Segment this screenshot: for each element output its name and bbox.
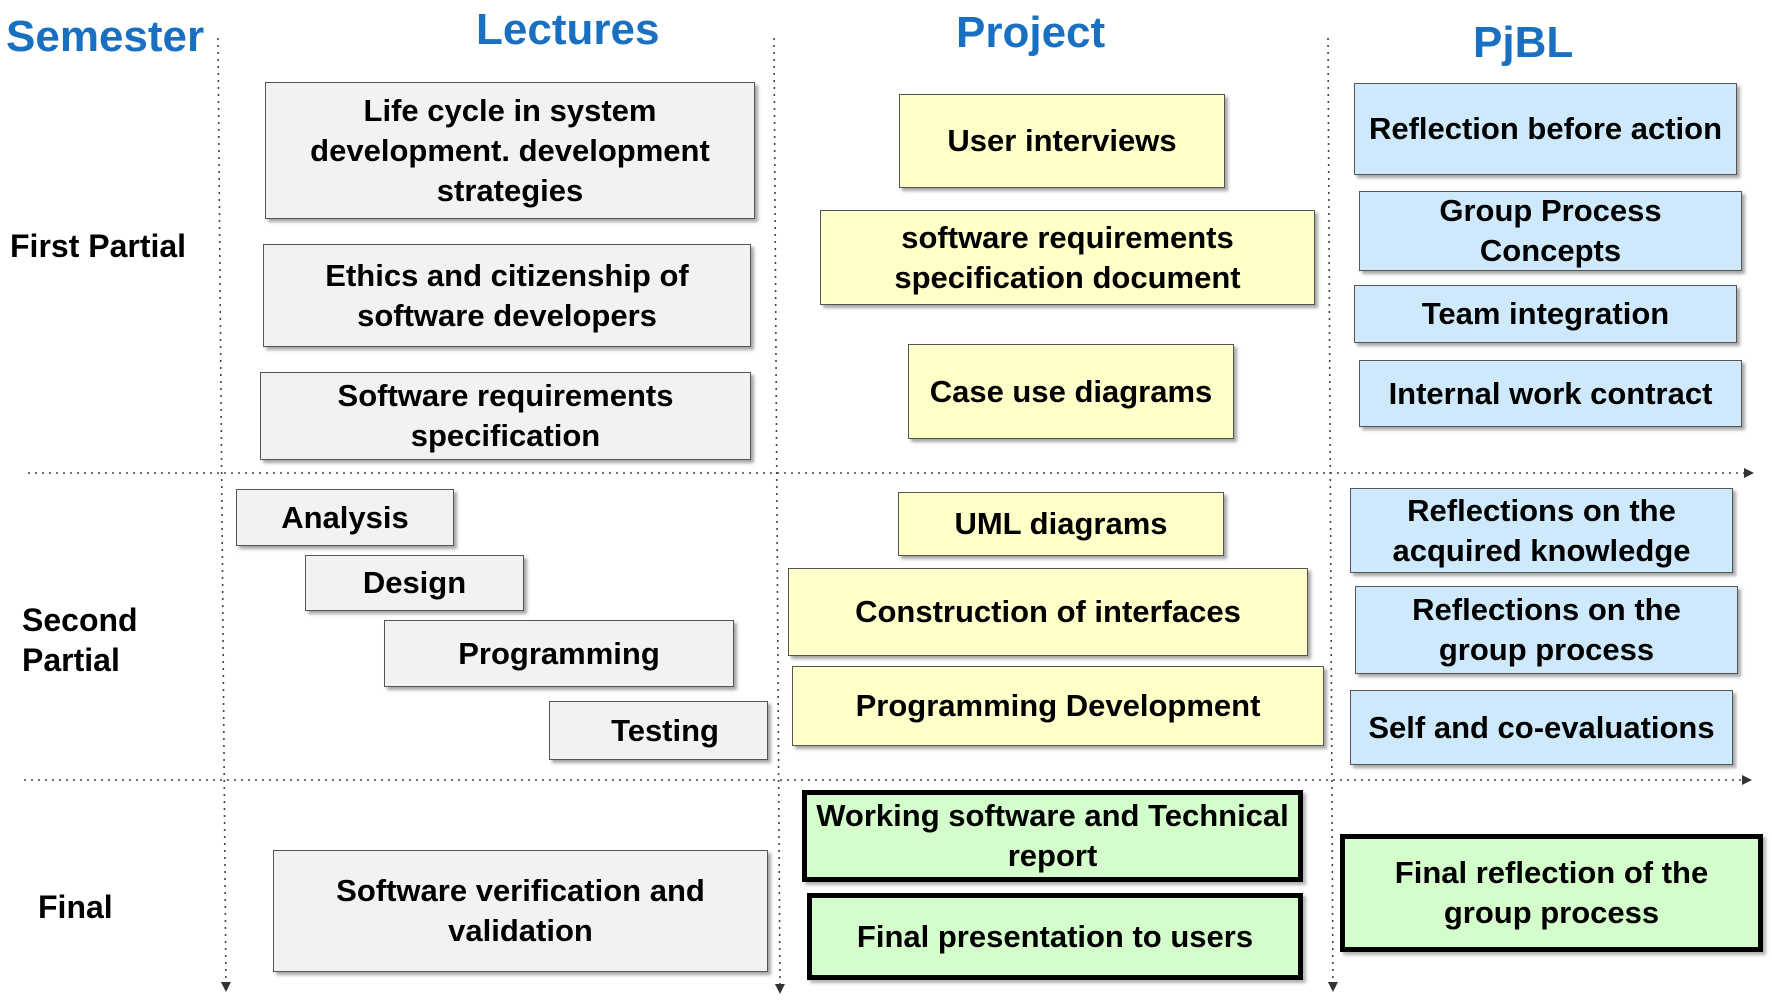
lecture-ethics: Ethics and citizenship of software devel… — [263, 244, 751, 347]
pjbl-reflection-before-action: Reflection before action — [1354, 83, 1737, 175]
project-construction-interfaces: Construction of interfaces — [788, 568, 1308, 656]
pjbl-group-process-concepts: Group Process Concepts — [1359, 191, 1742, 271]
project-case-use-diagrams: Case use diagrams — [908, 344, 1234, 439]
pjbl-reflections-group-process: Reflections on the group process — [1355, 586, 1738, 674]
pjbl-self-co-evaluations: Self and co-evaluations — [1350, 690, 1733, 765]
lecture-design: Design — [305, 555, 524, 611]
project-programming-development: Programming Development — [792, 666, 1324, 746]
lecture-programming: Programming — [384, 620, 734, 687]
lecture-software-requirements: Software requirements specification — [260, 372, 751, 460]
lecture-life-cycle: Life cycle in system development. develo… — [265, 82, 755, 219]
pjbl-reflections-knowledge: Reflections on the acquired knowledge — [1350, 488, 1733, 573]
header-semester: Semester — [6, 12, 205, 61]
pjbl-internal-work-contract: Internal work contract — [1359, 360, 1742, 427]
pjbl-team-integration: Team integration — [1354, 285, 1737, 343]
lecture-testing: Testing — [549, 701, 768, 760]
project-srs-document: software requirements specification docu… — [820, 210, 1315, 305]
header-lectures: Lectures — [476, 5, 660, 54]
pjbl-final-reflection: Final reflection of the group process — [1340, 834, 1763, 952]
project-final-presentation: Final presentation to users — [807, 893, 1303, 980]
project-user-interviews: User interviews — [899, 94, 1225, 188]
row-label-second-partial: Second Partial — [22, 602, 138, 678]
project-working-software: Working software and Technical report — [802, 790, 1303, 882]
lecture-analysis: Analysis — [236, 489, 454, 546]
column-divider-2 — [773, 37, 785, 994]
column-divider-3 — [1327, 37, 1338, 992]
row-label-final: Final — [38, 889, 113, 925]
lecture-verification: Software verification and validation — [273, 850, 768, 972]
row-label-first-partial: First Partial — [10, 228, 187, 264]
project-uml-diagrams: UML diagrams — [898, 492, 1224, 556]
header-pjbl: PjBL — [1473, 18, 1574, 67]
column-divider-1 — [217, 37, 231, 992]
header-project: Project — [956, 8, 1106, 57]
